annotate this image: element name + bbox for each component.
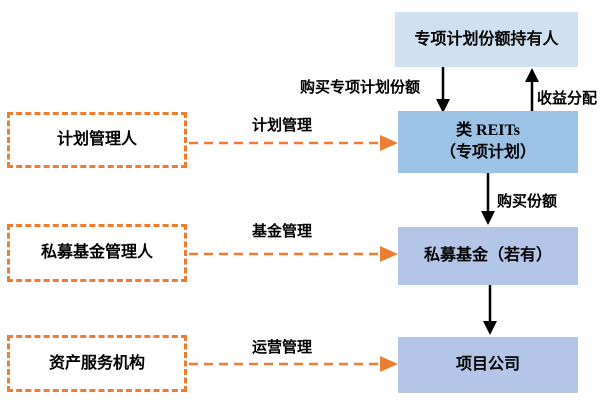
arrow-fund-management-head xyxy=(380,246,398,262)
fund-manager-box-label: 私募基金管理人 xyxy=(40,244,153,262)
asset-service-box-label: 资产服务机构 xyxy=(48,354,145,372)
fund-box: 私募基金（若有） xyxy=(398,227,578,285)
fund-manager-box: 私募基金管理人 xyxy=(7,224,187,282)
arrow-operation-management-head xyxy=(380,356,398,372)
plan-manager-box-label: 计划管理人 xyxy=(56,131,137,149)
reits-box-label-line2: （专项计划） xyxy=(439,144,536,161)
project-box: 项目公司 xyxy=(398,337,578,393)
edge-label-operation-management: 运营管理 xyxy=(251,340,312,356)
arrow-plan-management-head xyxy=(380,135,398,151)
reits-box: 类 REITs （专项计划） xyxy=(398,111,578,173)
reits-box-label-line1: 类 REITs xyxy=(456,122,520,140)
arrow-fund-to-project-head xyxy=(483,321,497,335)
project-box-label: 项目公司 xyxy=(455,356,520,374)
holder-box: 专项计划份额持有人 xyxy=(395,12,578,67)
edge-label-income-distribution: 收益分配 xyxy=(537,91,598,107)
edge-label-buy-shares: 购买份额 xyxy=(497,194,558,210)
fund-box-label: 私募基金（若有） xyxy=(423,247,552,265)
asset-service-box: 资产服务机构 xyxy=(7,335,187,392)
plan-manager-box: 计划管理人 xyxy=(7,112,187,168)
arrow-buy-shares-head xyxy=(481,211,495,225)
arrow-income-distribution-head xyxy=(525,68,539,82)
edge-label-plan-management: 计划管理 xyxy=(251,118,312,134)
edge-label-buy-plan-shares: 购买专项计划份额 xyxy=(299,80,420,96)
edge-label-fund-management: 基金管理 xyxy=(251,224,312,240)
holder-box-label: 专项计划份额持有人 xyxy=(414,30,559,48)
